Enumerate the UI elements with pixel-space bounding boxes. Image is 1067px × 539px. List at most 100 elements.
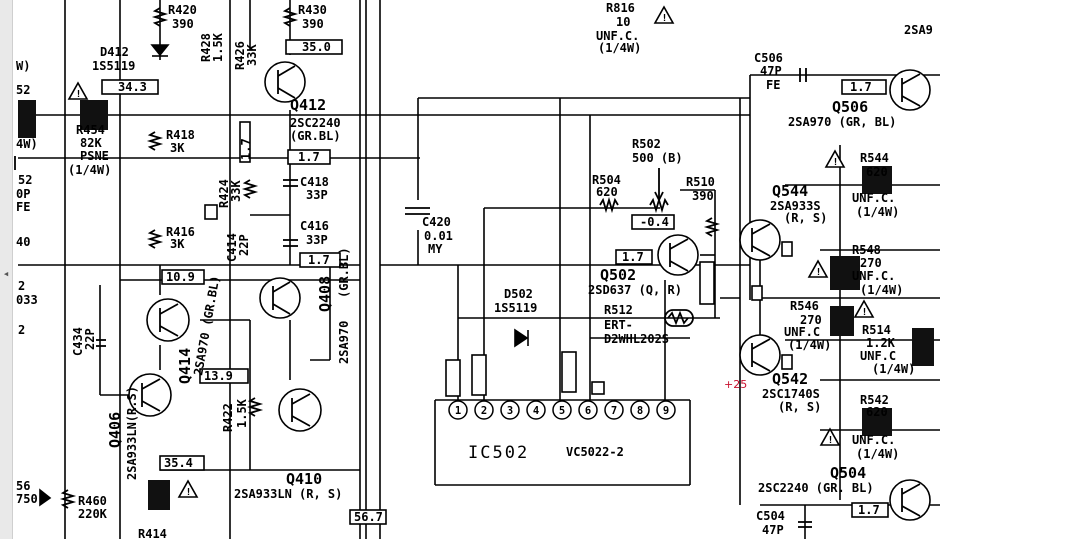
label-q410: Q410 <box>286 470 322 488</box>
voltage-boxes <box>101 39 889 525</box>
label-q504: Q504 <box>830 464 866 482</box>
label-r510: R510 <box>686 175 715 189</box>
label-r548-val: 270 <box>860 256 882 270</box>
label-r548-note2: (1/4W) <box>860 283 903 297</box>
label-q544-part: 2SA933S <box>770 199 821 213</box>
label-q506: Q506 <box>832 98 868 116</box>
label-r548-note: UNF.C. <box>852 269 895 283</box>
transistor-q502-symbol <box>657 234 699 276</box>
ic-pin: 3 <box>507 405 513 417</box>
label-r816-note2: (1/4W) <box>598 41 641 55</box>
warning-icon <box>178 480 198 499</box>
label-r816-val: 10 <box>616 15 630 29</box>
label-ic502: IC502 <box>468 443 529 463</box>
label-ic502-part: VC5022-2 <box>566 445 624 459</box>
edge-text: FE <box>16 200 30 214</box>
fusible-resistor-marks <box>18 100 934 510</box>
voltage-value: 13.9 <box>204 369 233 383</box>
label-r416: R416 <box>166 225 195 239</box>
label-r546-note2: (1/4W) <box>788 338 831 352</box>
label-r548: R548 <box>852 243 881 257</box>
label-c420-note: MY <box>428 242 443 256</box>
label-r430: R430 <box>298 3 327 17</box>
voltage-value: 56.7 <box>354 510 383 524</box>
blank-margin <box>940 0 1067 539</box>
ic-pin: 9 <box>663 405 669 417</box>
label-c434-val: 22P <box>83 328 97 350</box>
ic502-pins: 1 2 3 4 5 6 7 8 9 <box>455 405 669 417</box>
label-q506-part: 2SA970 (GR, BL) <box>788 115 896 129</box>
label-r504: R504 <box>592 173 621 187</box>
label-c506-note: FE <box>766 78 780 92</box>
transistor-q504-symbol <box>889 479 931 521</box>
label-r420-val: 390 <box>172 17 194 31</box>
label-r502: R502 <box>632 137 661 151</box>
label-r454-val: 82K <box>80 136 102 150</box>
ic-pin: 5 <box>559 405 565 417</box>
ic-pin: 4 <box>533 405 539 417</box>
label-r510-val: 390 <box>692 189 714 203</box>
label-r514-note: UNF.C <box>860 349 896 363</box>
label-r514-val: 1.2K <box>866 336 896 350</box>
label-q412-grade: (GR.BL) <box>290 129 341 143</box>
label-c418: C418 <box>300 175 329 189</box>
label-q406-part: 2SA933LN(R.S) <box>125 386 139 480</box>
label-r428: R428 <box>199 33 213 62</box>
label-r546-val: 270 <box>800 313 822 327</box>
wires <box>18 0 940 539</box>
label-c414: C414 <box>225 233 239 262</box>
label-r544-note: UNF.C. <box>852 191 895 205</box>
scroll-left-arrow-icon[interactable]: ◂ <box>2 267 10 280</box>
label-d502: D502 <box>504 287 533 301</box>
label-r504-val: 620 <box>596 185 618 199</box>
label-c416: C416 <box>300 219 329 233</box>
label-q542-part: 2SC1740S <box>762 387 820 401</box>
label-q408: Q408 <box>316 276 334 312</box>
transistor-q544-symbol <box>739 219 781 261</box>
label-q410-part: 2SA933LN (R, S) <box>234 487 342 501</box>
label-r816-note: UNF.C. <box>596 29 639 43</box>
label-r514: R514 <box>862 323 891 337</box>
label-r414: R414 <box>138 527 167 539</box>
label-r542-note2: (1/4W) <box>856 447 899 461</box>
label-q412-part: 2SC2240 <box>290 116 341 130</box>
label-r454-note: PSNE <box>80 149 109 163</box>
edge-text: 52 <box>18 173 32 187</box>
voltage-value: 1.7 <box>308 253 330 267</box>
label-r512-val: ERT- <box>604 318 633 332</box>
edge-text: W) <box>16 59 30 73</box>
warning-icon <box>68 82 88 101</box>
component-symbols <box>128 61 931 521</box>
label-c414-val: 22P <box>237 234 251 256</box>
label-r544-note2: (1/4W) <box>856 205 899 219</box>
label-r546-note: UNF.C <box>784 325 820 339</box>
edge-text: 4W) <box>16 137 38 151</box>
ic-pin: 6 <box>585 405 591 417</box>
label-r422: R422 <box>221 403 235 432</box>
label-q406: Q406 <box>106 412 124 448</box>
label-r428-val: 1.5K <box>211 32 225 62</box>
label-d412-val: 1S5119 <box>92 59 135 73</box>
warning-icon <box>808 260 828 279</box>
ic-pin: 1 <box>455 405 461 417</box>
edge-text: 40 <box>16 235 30 249</box>
label-c434: C434 <box>71 327 85 356</box>
transistor-q506-symbol <box>889 69 931 111</box>
transistor-q414-symbol <box>146 298 190 342</box>
label-r546: R546 <box>790 299 819 313</box>
label-c416-val: 33P <box>306 233 328 247</box>
voltage-value: 1.7 <box>850 80 872 94</box>
label-q502: Q502 <box>600 266 636 284</box>
label-r418-val: 3K <box>170 141 185 155</box>
label-d502-val: 1S5119 <box>494 301 537 315</box>
warning-icon <box>820 428 840 447</box>
label-r430-val: 390 <box>302 17 324 31</box>
label-r420: R420 <box>168 3 197 17</box>
label-q408-part: 2SA970 <box>337 321 351 364</box>
label-c506-val: 47P <box>760 64 782 78</box>
edge-text: 2 <box>18 279 25 293</box>
voltage-value: 10.9 <box>166 270 195 284</box>
edge-text: 0P <box>16 187 30 201</box>
label-r454-note2: (1/4W) <box>68 163 111 177</box>
